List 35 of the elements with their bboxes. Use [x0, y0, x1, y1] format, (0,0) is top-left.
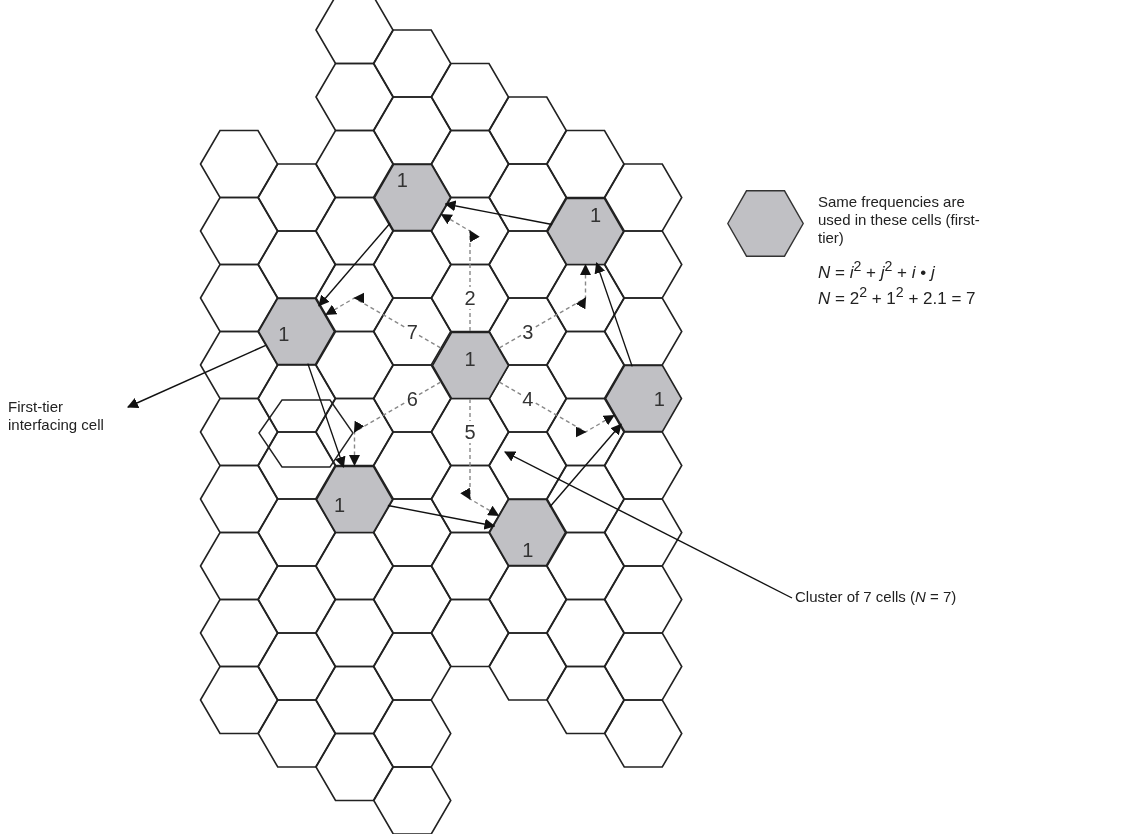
cell-number: 1 [332, 494, 347, 516]
arrow [387, 504, 496, 530]
edge-label: 5 [463, 421, 477, 443]
formula: N = i$^{2}$ + j$^{2}$ + i • j [818, 257, 935, 283]
arrow [444, 200, 553, 226]
shaded-hex-cell [373, 164, 451, 231]
arrow [594, 262, 633, 368]
dashed-arrow [440, 213, 480, 332]
cell-number: 1 [463, 348, 477, 370]
dashed-arrow [460, 398, 500, 517]
cell-number: 1 [277, 322, 291, 345]
arrow [307, 362, 346, 468]
shaded-hex-cell [547, 197, 624, 265]
cell-number: 1 [588, 204, 603, 226]
leader-line [127, 344, 267, 408]
shaded-hex-cell [258, 298, 336, 365]
legend-text: Same frequencies are used in these cells (first-tier) [818, 193, 981, 247]
dashed-arrow [349, 381, 442, 466]
shaded-hex-cell [431, 331, 509, 399]
dashed-arrow [498, 381, 615, 438]
cell-number: 1 [395, 168, 409, 191]
formula: N = 2$^{2}$ + 1$^{2}$ + 2.1 = 7 [818, 283, 976, 309]
shaded-hex-cell [316, 465, 393, 533]
leader-line [504, 451, 793, 599]
cell-number: 1 [521, 538, 535, 561]
edge-label: 2 [463, 287, 477, 309]
callout-text: Cluster of 7 cells (N = 7) [795, 588, 957, 606]
callout-text: First-tier interfacing cell [8, 398, 105, 434]
shaded-hex-cell [604, 365, 682, 432]
dashed-arrow [498, 264, 591, 349]
cell-number: 1 [652, 387, 666, 410]
arrow [318, 222, 391, 307]
shaded-hex-cell [489, 499, 567, 566]
dashed-arrow [325, 292, 442, 349]
arrow [549, 423, 622, 508]
